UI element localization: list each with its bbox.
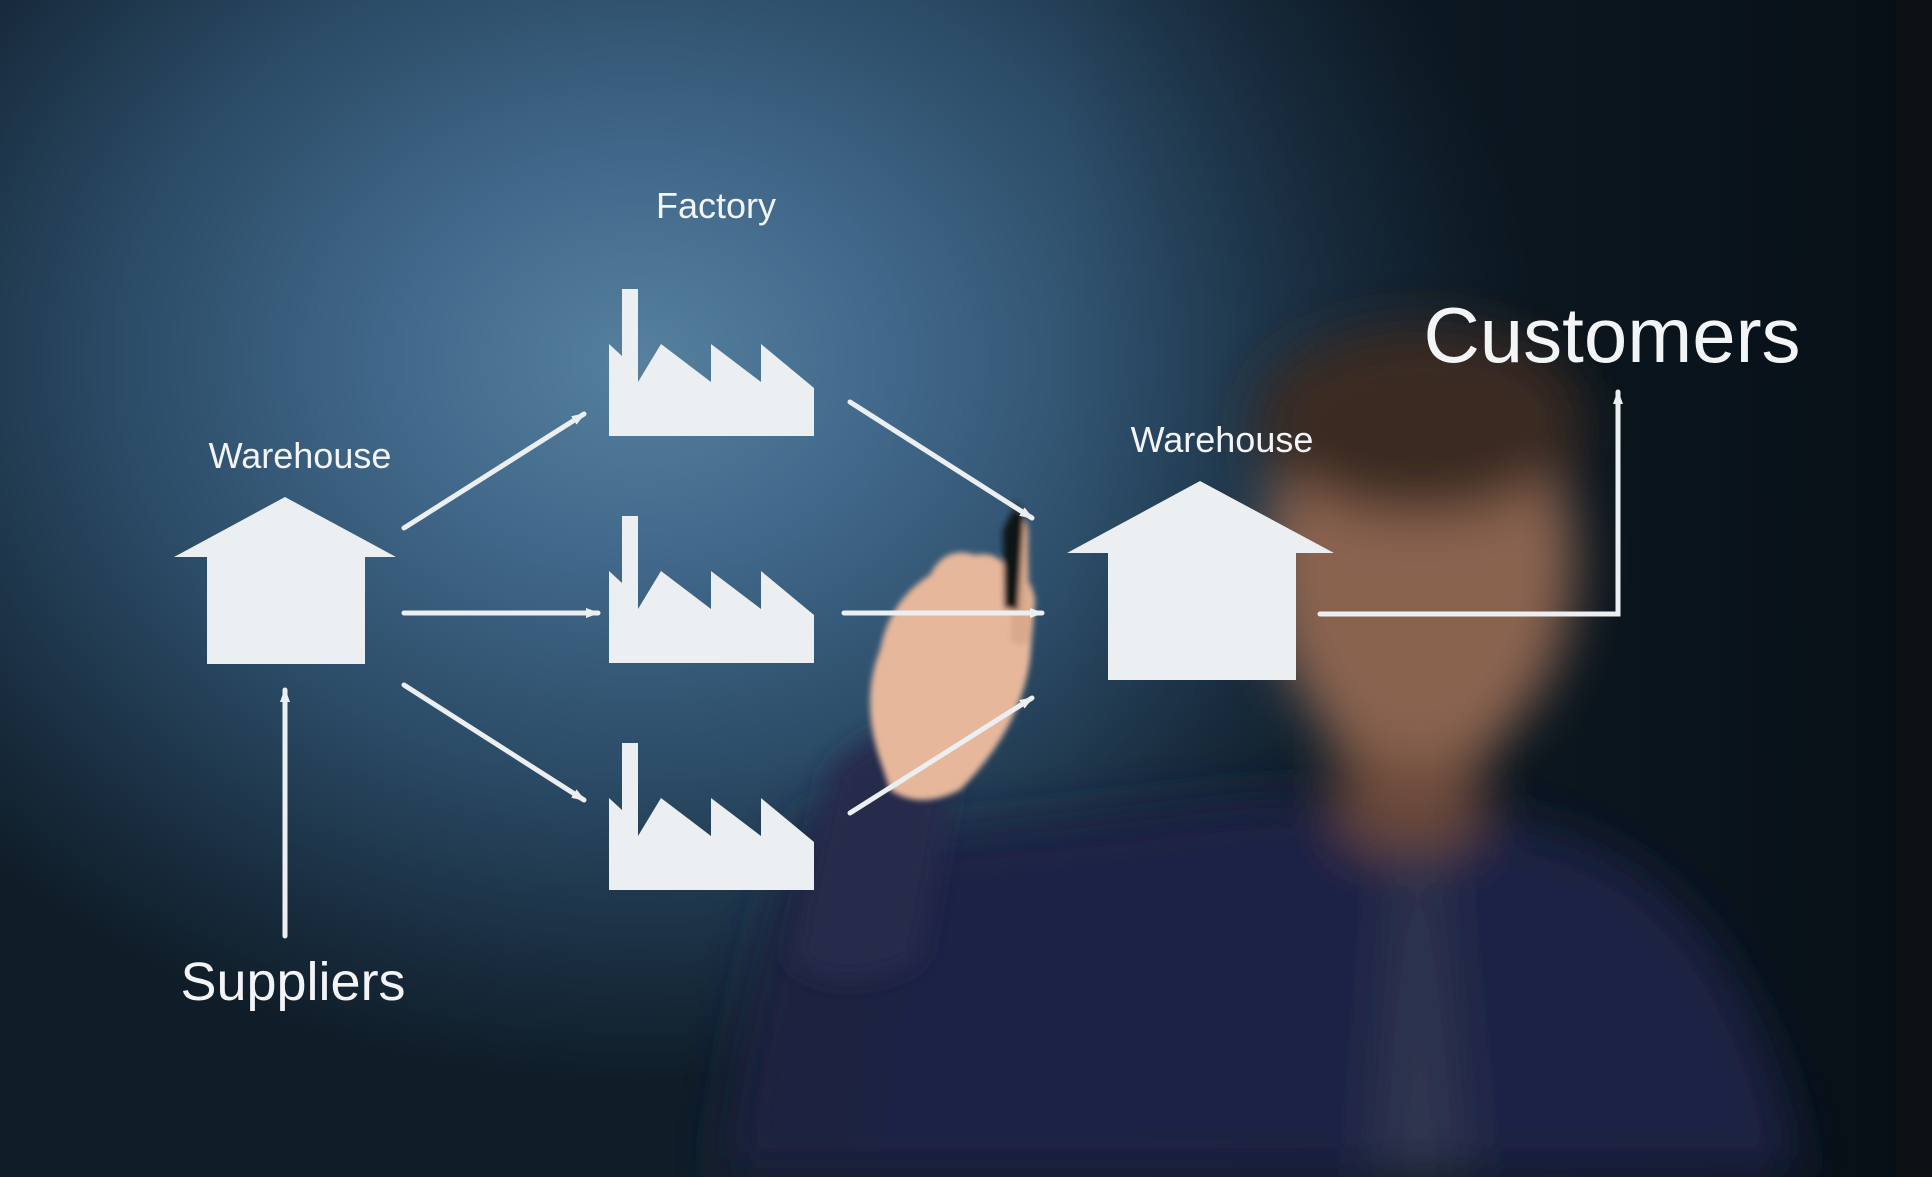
- factory-top-icon: [609, 289, 814, 436]
- arrow-factory-bottom-to-warehouse: [847, 695, 1035, 816]
- arrow-warehouse-to-factory-top: [401, 411, 587, 531]
- suppliers-label: Suppliers: [180, 952, 405, 1012]
- blurred-head: [1255, 325, 1585, 765]
- arrow-factory-top-to-warehouse: [847, 399, 1035, 521]
- arrow-warehouse-to-factory-bottom: [401, 682, 587, 803]
- warehouse-right-label: Warehouse: [1131, 419, 1314, 460]
- warehouse-left-house-icon: [174, 497, 396, 664]
- factory-label: Factory: [656, 185, 776, 226]
- factory-middle-icon: [609, 516, 814, 663]
- warehouse-left-label: Warehouse: [209, 435, 392, 476]
- right-edge-strip: [1896, 0, 1932, 1177]
- warehouse-right-house-icon: [1067, 481, 1334, 680]
- factory-bottom-icon: [609, 743, 814, 890]
- arrow-warehouse-to-customers: [1317, 389, 1623, 617]
- customers-label: Customers: [1423, 291, 1800, 379]
